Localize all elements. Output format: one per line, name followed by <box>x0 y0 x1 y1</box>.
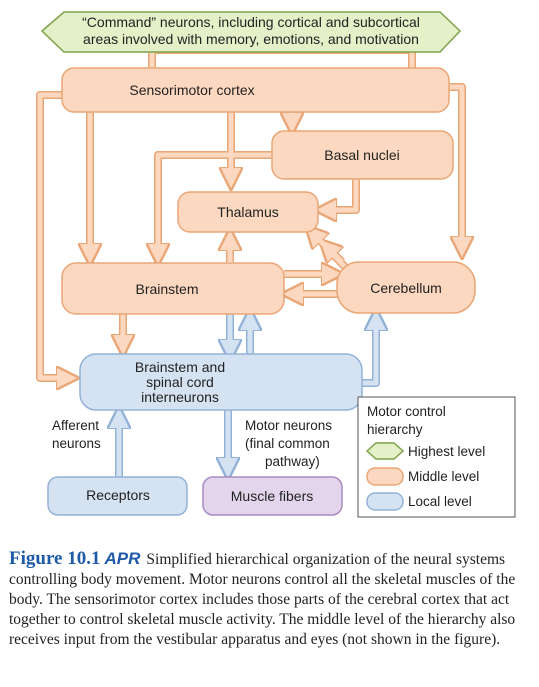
caption-text: Simplified hierarchical organization of … <box>9 551 516 648</box>
afferent-line1: Afferent <box>52 418 99 433</box>
motor-neurons-line3: pathway) <box>265 454 320 469</box>
legend-middle-label: Middle level <box>408 469 479 484</box>
legend-local-label: Local level <box>408 494 472 509</box>
sensorimotor-cortex-label: Sensorimotor cortex <box>129 82 254 98</box>
legend-middle-swatch <box>366 467 404 486</box>
command-line2: areas involved with memory, emotions, an… <box>83 31 419 47</box>
legend-highest-swatch <box>365 442 405 460</box>
motor-neurons-label: Motor neurons (final common pathway) <box>245 418 332 469</box>
middle-level-arrows <box>36 46 462 378</box>
cerebellum-box: Cerebellum <box>336 261 476 314</box>
afferent-line2: neurons <box>52 436 101 451</box>
cerebellum-label: Cerebellum <box>370 280 442 296</box>
legend-local-swatch <box>366 492 404 511</box>
local-level-arrows <box>119 312 376 477</box>
interneurons-line3: interneurons <box>141 389 219 405</box>
motor-neurons-line1: Motor neurons <box>245 418 332 433</box>
command-neurons-box: “Command” neurons, including cortical an… <box>40 11 462 53</box>
legend-title-line2: hierarchy <box>367 422 423 437</box>
command-line1: “Command” neurons, including cortical an… <box>82 14 420 30</box>
figure-number: Figure 10.1 <box>9 548 101 569</box>
muscle-fibers-box: Muscle fibers <box>202 476 343 516</box>
receptors-box: Receptors <box>47 476 188 516</box>
receptors-label: Receptors <box>86 487 150 503</box>
motor-hierarchy-diagram: “Command” neurons, including cortical an… <box>36 11 516 518</box>
apr-logo: APR <box>104 549 141 568</box>
basal-nuclei-box: Basal nuclei <box>271 130 454 180</box>
sensorimotor-cortex-box: Sensorimotor cortex <box>61 67 450 113</box>
legend-highest-label: Highest level <box>408 444 485 459</box>
thalamus-box: Thalamus <box>177 191 319 233</box>
interneurons-line1: Brainstem and <box>135 359 225 375</box>
interneurons-box: Brainstem and spinal cord interneurons <box>79 353 363 411</box>
legend-title-line1: Motor control <box>367 404 446 419</box>
afferent-neurons-label: Afferent neurons <box>52 418 101 451</box>
muscle-fibers-label: Muscle fibers <box>231 488 313 504</box>
brainstem-box: Brainstem <box>61 262 285 315</box>
brainstem-label: Brainstem <box>135 281 198 297</box>
legend: Motor control hierarchy Highest level Mi… <box>357 396 516 518</box>
thalamus-label: Thalamus <box>217 204 278 220</box>
basal-nuclei-label: Basal nuclei <box>324 147 400 163</box>
motor-neurons-line2: (final common <box>245 436 330 451</box>
interneurons-line2: spinal cord <box>146 374 214 390</box>
